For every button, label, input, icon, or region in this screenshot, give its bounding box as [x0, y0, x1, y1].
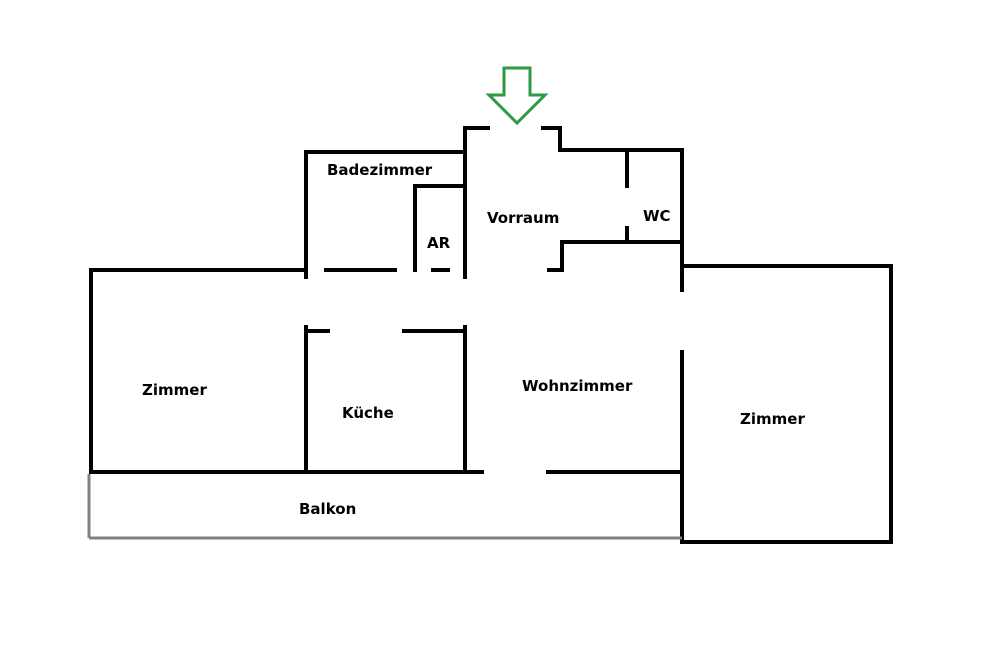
room-label-zimmer-right: Zimmer [740, 410, 805, 428]
room-label-zimmer-left: Zimmer [142, 381, 207, 399]
room-label-wc: WC [643, 207, 671, 225]
entrance-arrow-icon [485, 66, 549, 126]
room-label-kueche: Küche [342, 404, 394, 422]
room-label-balkon: Balkon [299, 500, 356, 518]
balcony-railing [87, 474, 682, 540]
room-label-badezimmer: Badezimmer [327, 161, 433, 179]
walls [89, 126, 893, 544]
room-label-vorraum: Vorraum [487, 209, 559, 227]
room-label-ar: AR [427, 234, 451, 252]
room-label-wohnzimmer: Wohnzimmer [522, 377, 633, 395]
